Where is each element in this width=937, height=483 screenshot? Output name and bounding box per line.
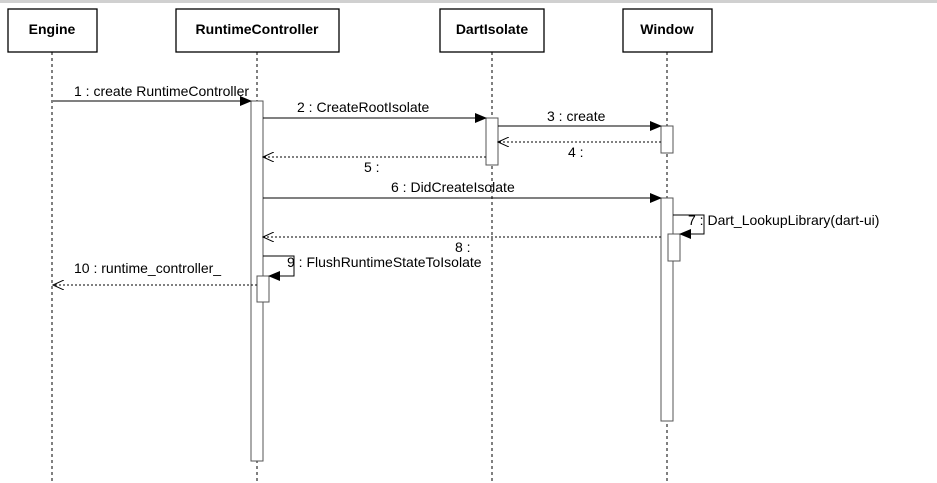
message-10-label: 10 : runtime_controller_ — [74, 260, 221, 276]
header-window[interactable]: Window — [622, 8, 713, 53]
activation-window-main[interactable] — [660, 197, 674, 422]
header-runtime-controller[interactable]: RuntimeController — [175, 8, 340, 53]
message-8-label: 8 : — [455, 239, 471, 255]
activation-runtime-controller-self[interactable] — [256, 275, 270, 303]
header-engine[interactable]: Engine — [7, 8, 98, 53]
header-runtime-controller-label: RuntimeController — [196, 21, 319, 37]
message-1-label: 1 : create RuntimeController — [74, 83, 249, 99]
message-9-arrow[interactable] — [263, 255, 295, 281]
message-7-arrow[interactable] — [673, 214, 705, 239]
header-dart-isolate[interactable]: DartIsolate — [439, 8, 545, 53]
window-top-edge — [0, 0, 937, 3]
message-4-label: 4 : — [568, 144, 584, 160]
message-2-label: 2 : CreateRootIsolate — [297, 99, 430, 115]
activation-window-self[interactable] — [667, 233, 681, 262]
activation-dart-isolate[interactable] — [485, 117, 499, 166]
message-7-label: 7 : Dart_LookupLibrary(dart-ui) — [688, 212, 879, 228]
message-9-label: 9 : FlushRuntimeStateToIsolate — [287, 254, 482, 270]
message-5-label: 5 : — [364, 159, 380, 175]
activation-window-create[interactable] — [660, 125, 674, 154]
header-window-label: Window — [640, 21, 694, 37]
header-dart-isolate-label: DartIsolate — [456, 21, 529, 37]
message-3-label: 3 : create — [547, 108, 606, 124]
header-engine-label: Engine — [29, 21, 76, 37]
message-6-label: 6 : DidCreateIsolate — [391, 179, 515, 195]
